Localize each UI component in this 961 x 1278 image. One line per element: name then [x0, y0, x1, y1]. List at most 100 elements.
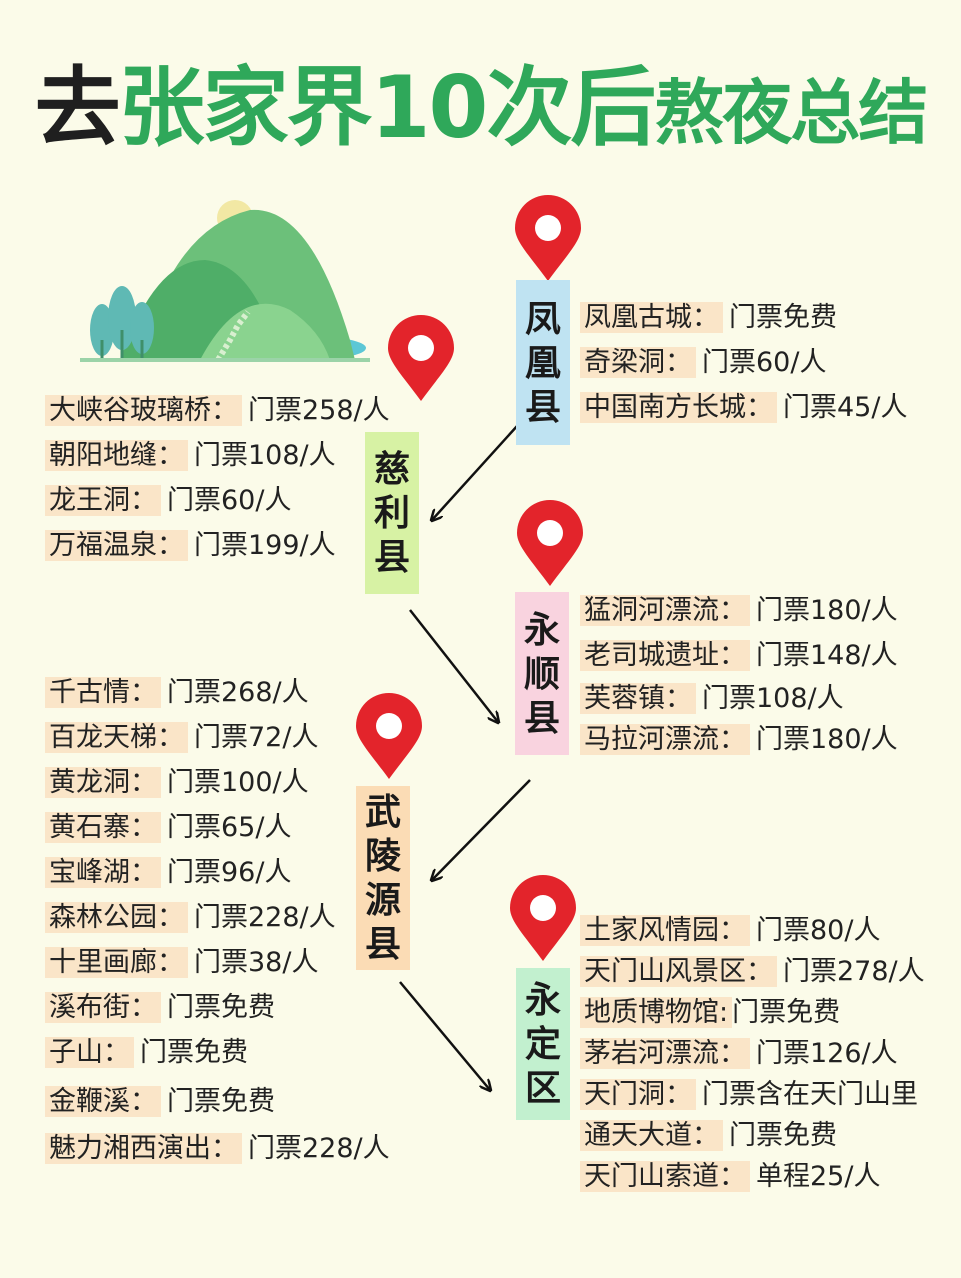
attraction-price: 门票含在天门山里 — [702, 1079, 918, 1110]
county-char: 凰 — [524, 341, 561, 384]
county-tag-wulingyuan: 武 陵 源 县 — [356, 786, 410, 970]
attraction-name: 十里画廊： — [45, 947, 188, 978]
attraction-item: 天门山风景区：门票278/人 — [580, 954, 925, 990]
attraction-item: 马拉河漂流：门票180/人 — [580, 722, 898, 758]
attraction-price: 门票免费 — [732, 997, 841, 1028]
attraction-price: 门票免费 — [167, 992, 275, 1023]
attraction-name: 猛洞河漂流： — [580, 595, 750, 626]
attraction-item: 天门洞：门票含在天门山里 — [580, 1077, 918, 1113]
attraction-name: 中国南方长城： — [580, 392, 777, 423]
attraction-price: 门票268/人 — [167, 677, 309, 708]
attraction-item: 宝峰湖：门票96/人 — [45, 855, 291, 891]
attraction-name: 天门山风景区： — [580, 956, 777, 987]
attraction-price: 门票258/人 — [248, 395, 390, 426]
attraction-item: 溪布街：门票免费 — [45, 990, 275, 1026]
attraction-name: 朝阳地缝： — [45, 440, 188, 471]
attraction-item: 朝阳地缝：门票108/人 — [45, 438, 336, 474]
attraction-item: 老司城遗址：门票148/人 — [580, 638, 898, 674]
county-tag-fenghuang: 凤 凰 县 — [516, 280, 570, 445]
attraction-name: 子山： — [45, 1037, 134, 1068]
attraction-name: 金鞭溪： — [45, 1086, 161, 1117]
attraction-price: 门票180/人 — [756, 724, 898, 755]
county-char: 慈 — [373, 448, 410, 490]
attraction-name: 芙蓉镇： — [580, 683, 696, 714]
arrow-cili-to-yongshun — [409, 609, 498, 722]
county-char: 永 — [524, 979, 561, 1021]
attraction-item: 茅岩河漂流：门票126/人 — [580, 1036, 898, 1072]
attraction-list-fenghuang: 凤凰古城：门票免费 奇梁洞：门票60/人 中国南方长城：门票45/人 — [580, 300, 907, 435]
county-char: 凤 — [524, 297, 561, 340]
attraction-price: 门票199/人 — [194, 530, 336, 561]
county-tag-yongshun: 永 顺 县 — [515, 592, 569, 755]
attraction-price: 门票100/人 — [167, 767, 309, 798]
attraction-item: 龙王洞：门票60/人 — [45, 483, 291, 519]
attraction-item: 凤凰古城：门票免费 — [580, 300, 837, 336]
attraction-item: 中国南方长城：门票45/人 — [580, 390, 907, 426]
county-tag-cili: 慈 利 县 — [365, 432, 419, 594]
attraction-item: 魅力湘西演出：门票228/人 — [45, 1131, 390, 1167]
attraction-name: 凤凰古城： — [580, 302, 723, 333]
attraction-item: 黄龙洞：门票100/人 — [45, 765, 309, 801]
attraction-item: 天门山索道：单程25/人 — [580, 1159, 880, 1195]
attraction-name: 万福温泉： — [45, 530, 188, 561]
location-pin-icon — [388, 315, 454, 401]
page-title: 去张家界10次后熬夜总结 — [0, 48, 961, 173]
attraction-price: 门票72/人 — [194, 722, 319, 753]
location-pin-icon — [356, 693, 422, 779]
attraction-name: 大峡谷玻璃桥： — [45, 395, 242, 426]
attraction-name: 奇梁洞： — [580, 347, 696, 378]
attraction-name: 溪布街： — [45, 992, 161, 1023]
attraction-name: 黄龙洞： — [45, 767, 161, 798]
county-char: 定 — [524, 1023, 561, 1065]
county-char: 县 — [524, 385, 561, 428]
attraction-item: 奇梁洞：门票60/人 — [580, 345, 826, 381]
attraction-price: 门票免费 — [729, 302, 837, 333]
attraction-name: 魅力湘西演出： — [45, 1133, 242, 1164]
attraction-price: 门票免费 — [140, 1037, 248, 1068]
county-char: 县 — [523, 696, 560, 739]
attraction-name: 土家风情园： — [580, 915, 750, 946]
attraction-price: 门票228/人 — [248, 1133, 390, 1164]
attraction-name: 宝峰湖： — [45, 857, 161, 888]
attraction-item: 大峡谷玻璃桥：门票258/人 — [45, 393, 390, 429]
attraction-price: 门票108/人 — [194, 440, 336, 471]
attraction-price: 门票60/人 — [702, 347, 827, 378]
attraction-item: 百龙天梯：门票72/人 — [45, 720, 318, 756]
attraction-item: 金鞭溪：门票免费 — [45, 1084, 275, 1120]
attraction-name: 天门山索道： — [580, 1161, 750, 1192]
attraction-name: 老司城遗址： — [580, 640, 750, 671]
attraction-price: 门票228/人 — [194, 902, 336, 933]
attraction-price: 门票免费 — [729, 1120, 837, 1151]
mountain-illustration — [80, 200, 370, 362]
attraction-item: 芙蓉镇：门票108/人 — [580, 681, 844, 717]
attraction-price: 门票免费 — [167, 1086, 275, 1117]
attraction-name: 龙王洞： — [45, 485, 161, 516]
attraction-item: 千古情：门票268/人 — [45, 675, 309, 711]
title-part-2: 张家界10次后 — [118, 58, 657, 158]
title-part-3: 熬夜总结 — [654, 72, 928, 154]
county-char: 区 — [524, 1067, 561, 1109]
attraction-item: 通天大道：门票免费 — [580, 1118, 837, 1154]
county-char: 永 — [523, 608, 560, 651]
county-char: 源 — [364, 879, 401, 921]
location-pin-icon — [510, 875, 576, 961]
attraction-price: 门票60/人 — [167, 485, 292, 516]
location-pin-icon — [515, 195, 581, 281]
county-char: 顺 — [523, 652, 560, 695]
location-pin-icon — [517, 500, 583, 586]
attraction-price: 门票126/人 — [756, 1038, 898, 1069]
attraction-name: 通天大道： — [580, 1120, 723, 1151]
attraction-item: 子山：门票免费 — [45, 1035, 248, 1071]
attraction-price: 门票278/人 — [783, 956, 925, 987]
county-char: 武 — [364, 791, 401, 833]
attraction-name: 马拉河漂流： — [580, 724, 750, 755]
attraction-name: 黄石寨： — [45, 812, 161, 843]
attraction-name: 地质博物馆: — [580, 997, 733, 1028]
attraction-name: 茅岩河漂流： — [580, 1038, 750, 1069]
attraction-name: 千古情： — [45, 677, 161, 708]
attraction-price: 门票65/人 — [167, 812, 292, 843]
attraction-item: 地质博物馆:门票免费 — [580, 995, 840, 1031]
arrow-yongshun-to-wulingyuan — [432, 779, 531, 880]
attraction-item: 万福温泉：门票199/人 — [45, 528, 336, 564]
